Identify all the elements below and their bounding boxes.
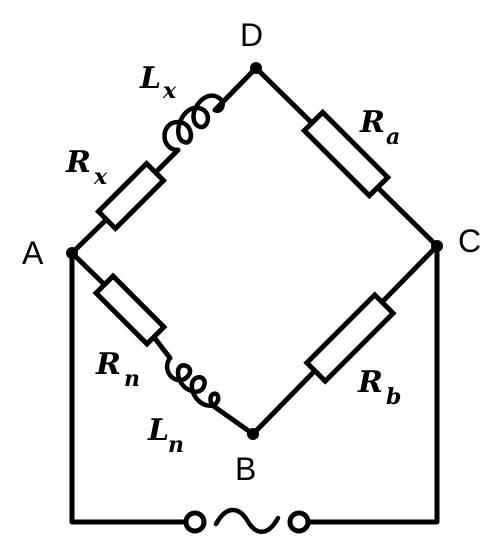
inductor-ln: [164, 355, 221, 408]
label-ln-symbol: L: [147, 413, 169, 448]
label-lx-symbol: L: [139, 61, 161, 96]
label-ra-sub: a: [386, 124, 400, 150]
ac-source-icon: [213, 507, 281, 534]
wire-a-source: [69, 250, 189, 525]
node-dot-b: [247, 428, 259, 440]
label-ra: R a: [359, 105, 400, 150]
label-rb: R b: [357, 365, 401, 410]
label-ra-symbol: R: [359, 105, 385, 140]
ac-source: [183, 507, 311, 534]
resistor-rx: [94, 159, 168, 233]
wire-c-source: [305, 243, 440, 525]
inductor-lx: [162, 93, 225, 153]
node-label-c: C: [458, 223, 481, 259]
label-rx-symbol: R: [65, 145, 91, 180]
resistor-ra: [300, 108, 392, 200]
label-lx-sub: x: [162, 78, 177, 104]
label-rx: R x: [65, 145, 108, 190]
label-ln-sub: n: [168, 432, 184, 458]
node-dot-c: [431, 240, 443, 252]
node-dot-a: [66, 247, 78, 259]
wire-ln-b: [209, 402, 256, 437]
source-terminal-right: [287, 510, 311, 534]
label-rb-sub: b: [386, 384, 401, 410]
label-rx-sub: x: [93, 164, 108, 190]
node-label-b: B: [235, 451, 256, 487]
label-ln: L n: [147, 413, 184, 458]
source-terminal-left: [183, 510, 207, 534]
node-dot-d: [250, 62, 262, 74]
label-rn: R n: [95, 347, 140, 392]
node-label-d: D: [240, 17, 263, 53]
label-rn-symbol: R: [95, 347, 121, 382]
node-label-a: A: [22, 235, 44, 271]
label-lx: L x: [139, 61, 177, 104]
label-rb-symbol: R: [357, 365, 383, 400]
resistor-rn: [92, 272, 168, 348]
resistor-rb: [303, 291, 397, 385]
label-rn-sub: n: [124, 366, 140, 392]
